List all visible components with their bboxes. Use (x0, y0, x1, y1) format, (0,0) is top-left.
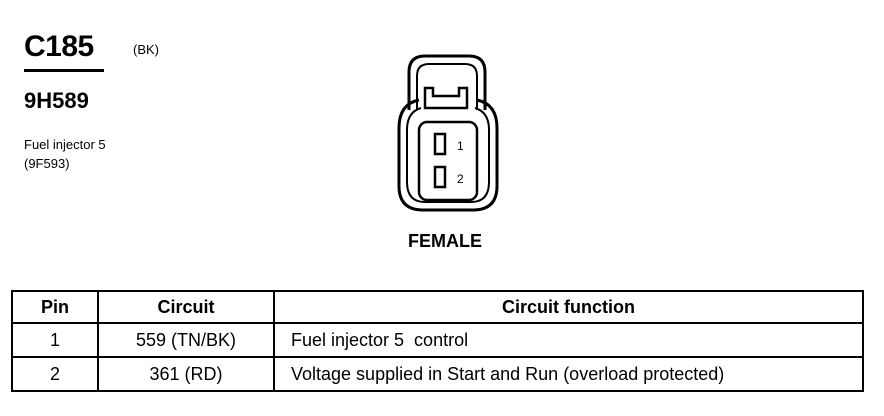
part-number: 9H589 (24, 88, 89, 113)
housing-inner-outline (406, 107, 490, 203)
row-pin: 1 (11, 322, 99, 358)
pinout-table: Pin Circuit Circuit function 1 559 (TN/B… (11, 290, 864, 392)
row-function: Fuel injector 5 control (273, 322, 864, 358)
header-pin: Pin (11, 290, 99, 324)
row-pin: 2 (11, 356, 99, 392)
pin-1-number: 1 (457, 139, 464, 153)
latch-inner-outline (416, 63, 478, 110)
pin-2-number: 2 (457, 172, 464, 186)
table-row: 1 559 (TN/BK) Fuel injector 5 control (11, 322, 864, 358)
pin-2-terminal (433, 165, 447, 189)
pin-1-terminal (433, 132, 447, 156)
component-reference: (9F593) (24, 156, 70, 171)
connector-id-underline (24, 69, 104, 72)
connector-gender-label: FEMALE (408, 231, 482, 251)
row-circuit: 559 (TN/BK) (97, 322, 275, 358)
pin-cavity-body (417, 120, 479, 202)
latch-outer-outline (407, 54, 487, 110)
table-header-row: Pin Circuit Circuit function (11, 290, 864, 324)
housing-outer-outline (397, 98, 499, 212)
header-circuit: Circuit (97, 290, 275, 324)
row-function: Voltage supplied in Start and Run (overl… (273, 356, 864, 392)
connector-color-code: (BK) (133, 42, 159, 57)
table-row: 2 361 (RD) Voltage supplied in Start and… (11, 356, 864, 392)
header-circuit-function: Circuit function (273, 290, 864, 324)
locking-tab (423, 86, 469, 110)
connector-face-drawing: 1 2 (397, 54, 499, 212)
component-name: Fuel injector 5 (24, 137, 106, 152)
connector-id: C185 (24, 30, 94, 63)
row-circuit: 361 (RD) (97, 356, 275, 392)
